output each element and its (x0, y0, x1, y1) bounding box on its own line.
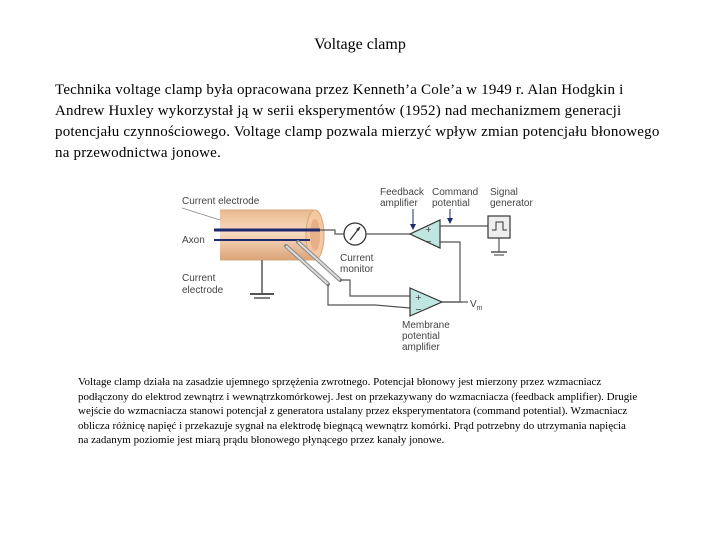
micropipettes (284, 240, 342, 286)
label-signal-2: generator (490, 198, 533, 209)
circuit-svg: Current electrode Axon Current electrode… (181, 187, 533, 353)
label-vm: Vm (470, 299, 483, 312)
page-title: Voltage clamp (314, 36, 406, 53)
label-monitor-1: Current (340, 253, 374, 264)
label-command-2: potential (432, 198, 470, 209)
axon-body (220, 210, 315, 260)
label-axon: Axon (182, 235, 205, 246)
wire-pipette-2 (340, 279, 410, 297)
membrane-amplifier-icon (409, 287, 444, 317)
label-membrane-3: amplifier (402, 342, 440, 353)
svg-text:−: − (425, 237, 432, 246)
wire-to-monitor (320, 229, 345, 235)
label-membrane-1: Membrane (402, 320, 450, 331)
voltage-clamp-diagram: Current electrode Axon Current electrode… (170, 180, 550, 360)
label-current-electrode-bottom-1: Current (182, 273, 216, 284)
feedback-amplifier-icon (408, 219, 441, 249)
label-current-electrode-top: Current electrode (182, 196, 260, 207)
feedback-amplifier: + − (408, 219, 441, 249)
membrane-potential-amplifier: + − (409, 287, 444, 317)
signal-generator-icon (487, 215, 511, 239)
current-monitor (343, 222, 367, 246)
intro-paragraph: Technika voltage clamp była opracowana p… (55, 82, 660, 161)
caption-text: Voltage clamp działa na zasadzie ujemneg… (78, 375, 638, 448)
svg-text:+: + (415, 293, 422, 302)
axon-cylinder (220, 209, 325, 261)
label-monitor-2: monitor (340, 264, 374, 275)
label-feedback-2: amplifier (380, 198, 418, 209)
label-command-1: Command (432, 187, 478, 198)
label-feedback-1: Feedback (380, 187, 425, 198)
intro-text: Technika voltage clamp była opracowana p… (55, 80, 675, 164)
wire-pipette-1 (327, 284, 375, 306)
caption-paragraph: Voltage clamp działa na zasadzie ujemneg… (78, 376, 638, 446)
label-signal-1: Signal (490, 187, 518, 198)
wire-vm-to-feedback (440, 241, 461, 303)
label-membrane-2: potential (402, 331, 440, 342)
svg-text:−: − (415, 305, 422, 314)
svg-text:+: + (425, 225, 432, 234)
label-current-electrode-bottom-2: electrode (182, 285, 224, 296)
axon-lumen (310, 219, 320, 251)
leader-current-electrode (181, 207, 221, 221)
